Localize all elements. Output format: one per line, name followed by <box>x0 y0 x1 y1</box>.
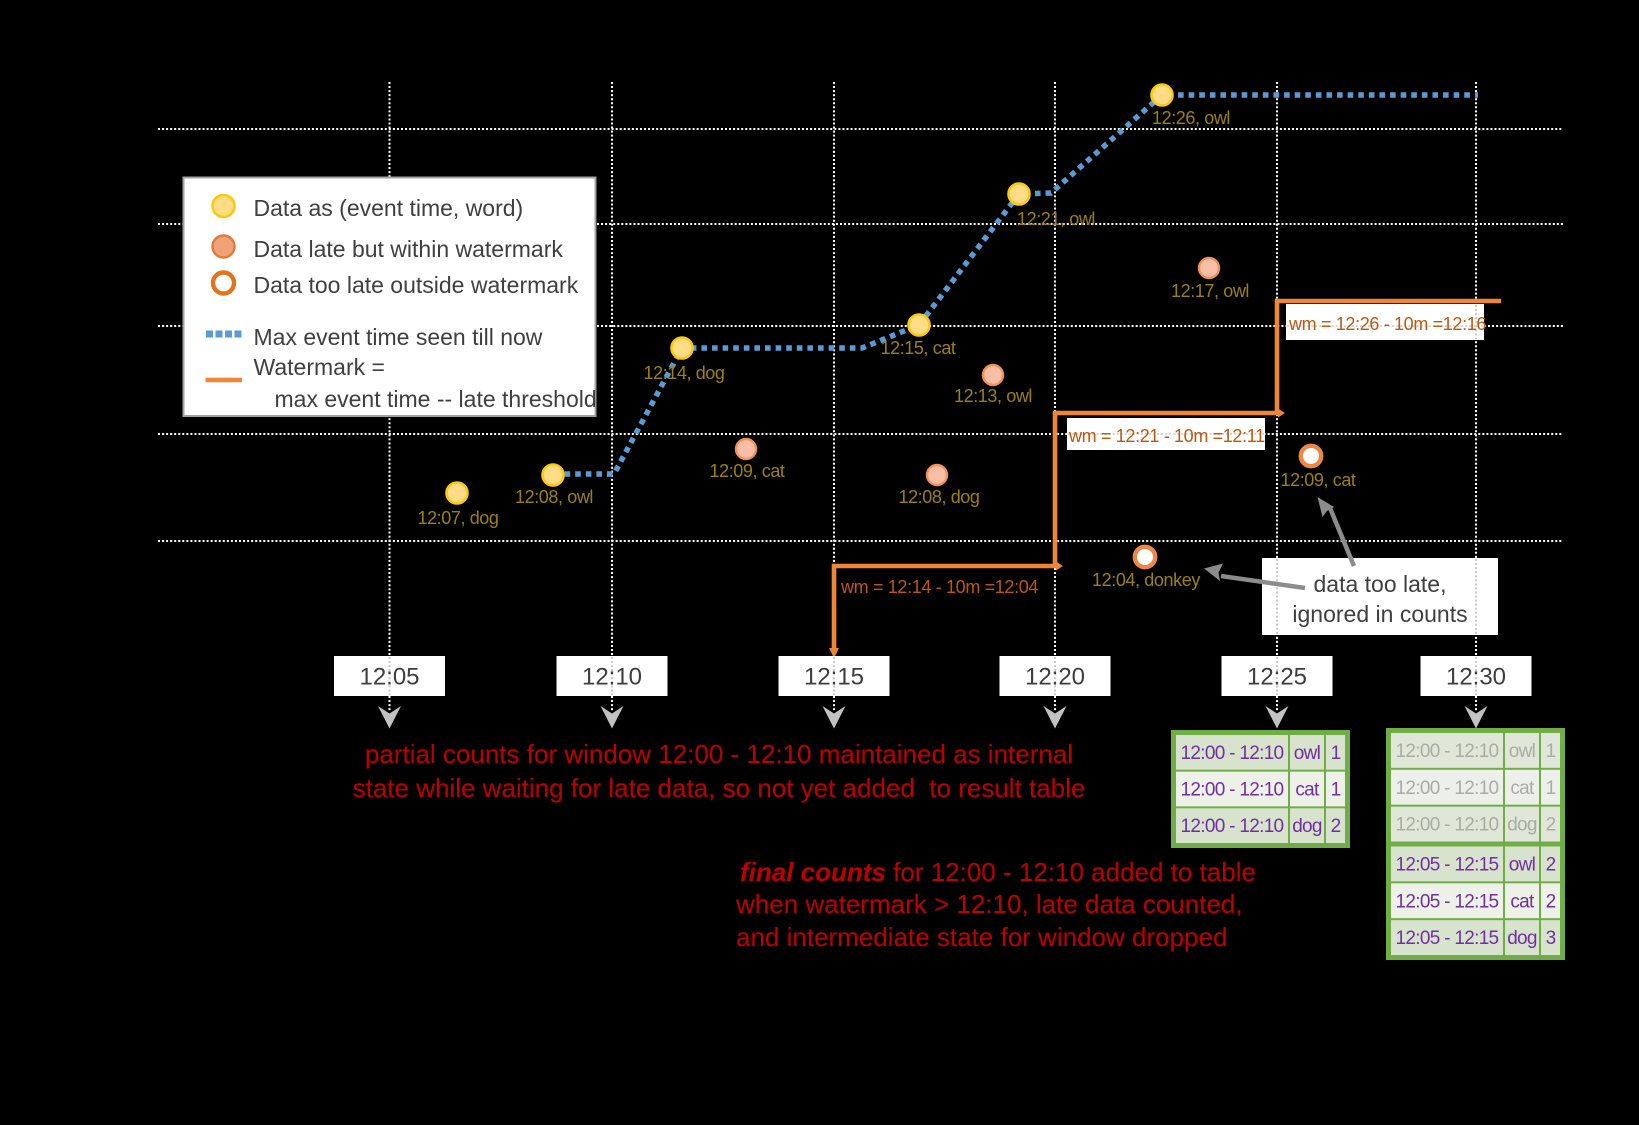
svg-text:cat: cat <box>1295 780 1320 801</box>
svg-text:12:14, dog: 12:14, dog <box>643 363 724 383</box>
svg-text:data too late,: data too late, <box>1314 571 1447 597</box>
svg-text:12:00 - 12:10: 12:00 - 12:10 <box>1396 741 1499 762</box>
svg-text:12:08, owl: 12:08, owl <box>515 487 593 507</box>
svg-text:max event time -- late thresho: max event time -- late threshold <box>275 386 597 412</box>
svg-text:final counts for 12:00 - 12:10: final counts for 12:00 - 12:10 added to … <box>740 857 1256 887</box>
svg-text:1: 1 <box>1546 778 1556 799</box>
svg-text:when watermark > 12:10, late d: when watermark > 12:10, late data counte… <box>735 889 1243 919</box>
svg-text:Data as (event time, word): Data as (event time, word) <box>254 195 524 221</box>
svg-text:1: 1 <box>1331 743 1341 764</box>
svg-text:Data too late outside watermar: Data too late outside watermark <box>254 272 579 298</box>
svg-text:12:09, cat: 12:09, cat <box>1280 470 1355 490</box>
svg-text:12:26, owl: 12:26, owl <box>1152 108 1230 128</box>
svg-text:12:08, dog: 12:08, dog <box>898 487 979 507</box>
svg-text:12:00 - 12:10: 12:00 - 12:10 <box>1181 743 1284 764</box>
svg-text:dog: dog <box>1507 928 1537 949</box>
svg-text:12:17, owl: 12:17, owl <box>1171 281 1249 301</box>
svg-text:wm = 12:26 - 10m =12:16: wm = 12:26 - 10m =12:16 <box>1288 314 1486 334</box>
svg-text:12:21, owl: 12:21, owl <box>1017 209 1095 229</box>
svg-text:1: 1 <box>1331 780 1341 801</box>
svg-text:partial counts for window 12:0: partial counts for window 12:00 - 12:10 … <box>365 739 1073 769</box>
svg-text:Max event time seen till now: Max event time seen till now <box>254 324 543 350</box>
svg-text:2: 2 <box>1331 816 1341 837</box>
svg-text:12:07, dog: 12:07, dog <box>417 508 498 528</box>
svg-text:1: 1 <box>1546 741 1556 762</box>
svg-text:2: 2 <box>1546 854 1556 875</box>
svg-text:12:13, owl: 12:13, owl <box>954 386 1032 406</box>
svg-text:12:00 - 12:10: 12:00 - 12:10 <box>1396 778 1499 799</box>
svg-text:12:00 - 12:10: 12:00 - 12:10 <box>1181 816 1284 837</box>
svg-text:12:05 - 12:15: 12:05 - 12:15 <box>1396 854 1499 875</box>
svg-text:dog: dog <box>1507 815 1537 836</box>
svg-text:12:20: 12:20 <box>1025 664 1085 691</box>
svg-text:12:15: 12:15 <box>804 664 864 691</box>
svg-text:12:05: 12:05 <box>359 664 419 691</box>
svg-text:12:05 - 12:15: 12:05 - 12:15 <box>1396 928 1499 949</box>
svg-text:cat: cat <box>1510 891 1535 912</box>
svg-text:12:09, cat: 12:09, cat <box>709 461 784 481</box>
svg-text:owl: owl <box>1294 743 1320 764</box>
svg-text:owl: owl <box>1509 741 1535 762</box>
svg-text:wm = 12:21 - 10m =12:11: wm = 12:21 - 10m =12:11 <box>1068 426 1265 446</box>
svg-text:dog: dog <box>1292 816 1322 837</box>
svg-text:state while waiting for late d: state while waiting for late data, so no… <box>353 773 1086 803</box>
svg-text:12:10: 12:10 <box>582 664 642 691</box>
svg-text:owl: owl <box>1509 854 1535 875</box>
svg-text:Watermark =: Watermark = <box>254 354 385 380</box>
svg-text:12:30: 12:30 <box>1446 664 1506 691</box>
svg-text:2: 2 <box>1546 815 1556 836</box>
svg-text:Data late but within watermark: Data late but within watermark <box>254 236 564 262</box>
svg-text:ignored in counts: ignored in counts <box>1292 601 1467 627</box>
svg-text:12:00 - 12:10: 12:00 - 12:10 <box>1181 780 1284 801</box>
svg-text:12:00 - 12:10: 12:00 - 12:10 <box>1396 815 1499 836</box>
svg-text:12:04, donkey: 12:04, donkey <box>1092 570 1200 590</box>
svg-text:12:05 - 12:15: 12:05 - 12:15 <box>1396 891 1499 912</box>
svg-text:2: 2 <box>1546 891 1556 912</box>
svg-text:cat: cat <box>1510 778 1535 799</box>
svg-text:12:15, cat: 12:15, cat <box>880 338 955 358</box>
svg-text:12:25: 12:25 <box>1247 664 1307 691</box>
svg-text:wm = 12:14 - 10m =12:04: wm = 12:14 - 10m =12:04 <box>840 577 1038 597</box>
svg-text:3: 3 <box>1546 928 1556 949</box>
svg-text:and intermediate state for win: and intermediate state for window droppe… <box>736 922 1227 952</box>
